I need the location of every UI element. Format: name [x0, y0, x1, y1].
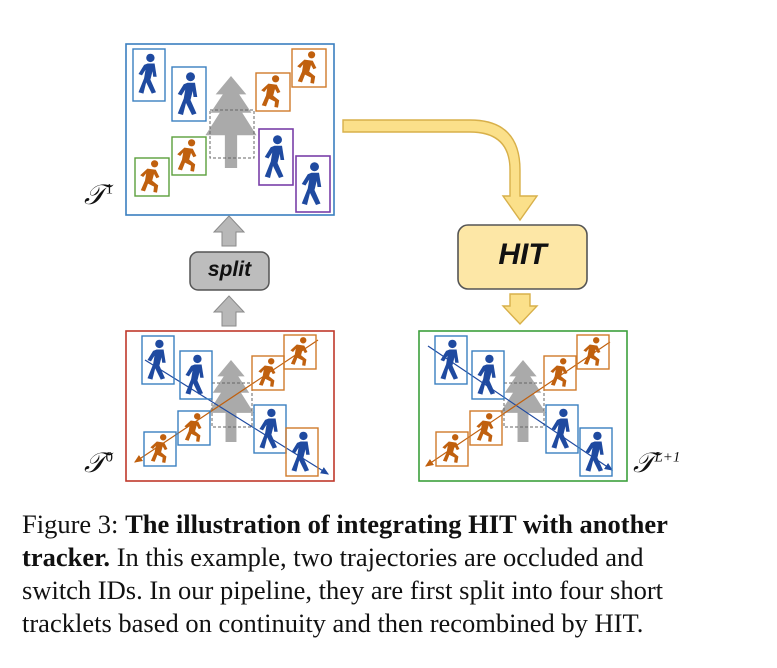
pipeline-diagram [125, 43, 628, 482]
caption-prefix: Figure 3: [22, 509, 126, 539]
caption-line4: tracklets based on continuity and then r… [22, 608, 644, 638]
caption-bold-title: The illustration of integrating HIT with… [125, 509, 668, 539]
panel-t1 [125, 43, 335, 216]
caption-line2: In this example, two trajectories are oc… [110, 542, 644, 572]
caption-bold-title-end: tracker. [22, 542, 111, 572]
split-label: split [207, 258, 252, 281]
caption-line3: switch IDs. In our pipeline, they are fi… [22, 575, 664, 605]
split-arrows [189, 215, 270, 327]
panel-tl1 [418, 330, 628, 482]
label-t0: 𝒯0 [84, 448, 113, 479]
figure-caption: Figure 3: The illustration of integratin… [22, 508, 757, 640]
hit-label: HIT [498, 238, 547, 271]
label-t1: 𝒯1 [84, 180, 113, 211]
hit-arrows [342, 119, 588, 326]
panel-t0 [125, 330, 335, 482]
label-tl1: 𝒯L+1 [633, 448, 681, 479]
